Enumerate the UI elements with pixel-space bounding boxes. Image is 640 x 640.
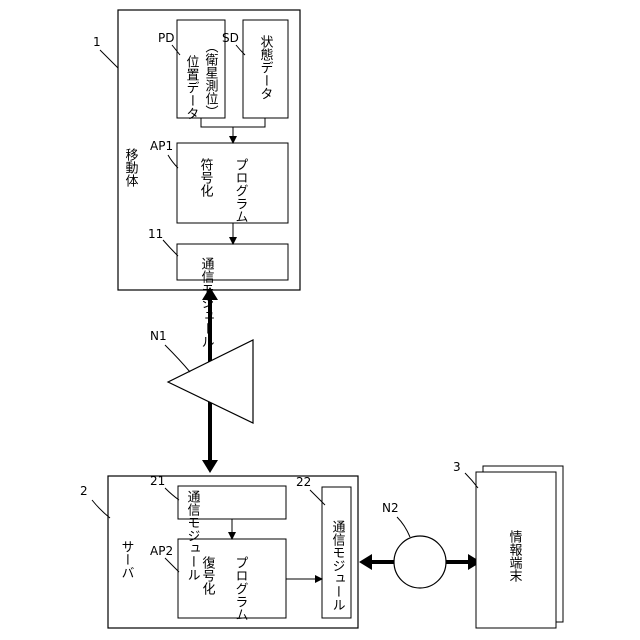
decode-program-line2: プログラム	[233, 556, 249, 621]
status-data-text: 状態データ	[258, 35, 274, 100]
encode-program-line1: 符号化	[198, 157, 214, 198]
network-n1-ref: N1	[150, 329, 167, 343]
comm-module-21-ref: 21	[150, 474, 165, 488]
comm-module-11-ref: 11	[148, 227, 163, 241]
encode-program-line2: プログラム	[233, 158, 249, 223]
server-ref: 2	[80, 484, 88, 498]
comm-module-22-text: 通信モジュール	[330, 520, 346, 611]
terminal-ref: 3	[453, 460, 461, 474]
comm-module-11-box	[177, 244, 288, 280]
encode-program-ref: AP1	[150, 139, 173, 153]
comm-module-22-ref: 22	[296, 475, 311, 489]
position-data-line2: （衛星測位）	[203, 40, 219, 118]
decode-program-ref: AP2	[150, 544, 173, 558]
comm-module-21-text: 通信モジュール	[185, 490, 201, 581]
position-data-line1: 位置データ	[184, 55, 200, 120]
mobile-ref: 1	[93, 35, 101, 49]
status-data-ref: SD	[222, 31, 239, 45]
terminal-text: 情報端末	[507, 530, 523, 582]
network-n2-shape	[394, 536, 446, 588]
server-title: サーバ	[119, 540, 135, 579]
position-data-ref: PD	[158, 31, 174, 45]
mobile-title: 移動体	[123, 148, 139, 187]
decode-program-line1: 復号化	[200, 555, 216, 596]
network-n2-ref: N2	[382, 501, 399, 515]
